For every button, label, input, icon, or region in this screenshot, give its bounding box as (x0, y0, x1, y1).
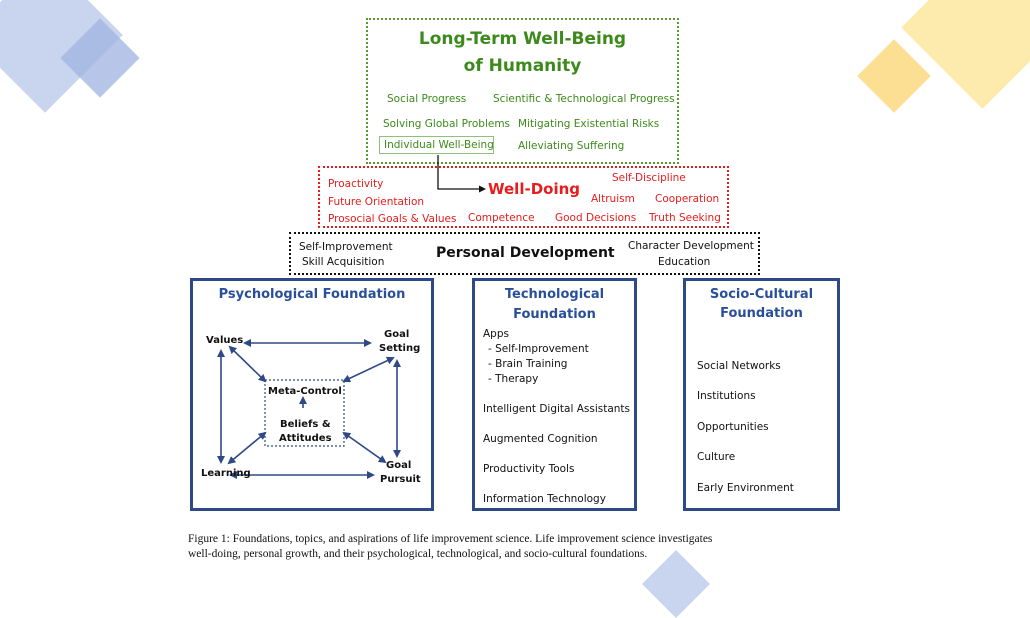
psych-network-edges (217, 339, 401, 479)
technological-foundation-box (472, 278, 637, 511)
pd-character-development: Character Development (628, 240, 754, 252)
socio-early-environment: Early Environment (697, 482, 794, 494)
node-goal-setting-1: Goal (384, 329, 410, 340)
longterm-title-line1: Long-Term Well-Being (418, 29, 627, 49)
node-beliefs-2: Attitudes (279, 433, 332, 444)
tech-self-improvement: - Self-Improvement (488, 343, 589, 355)
node-goal-setting-2: Setting (379, 343, 421, 354)
sociocultural-foundation-box (683, 278, 840, 511)
node-meta-control: Meta-Control (268, 386, 342, 397)
pd-education: Education (658, 256, 711, 268)
item-individual-wellbeing: Individual Well-Being (384, 139, 494, 151)
item-scientific-progress: Scientific & Technological Progress (493, 93, 675, 105)
socio-title-line1: Socio-Cultural (709, 287, 814, 302)
pd-skill-acquisition: Skill Acquisition (302, 256, 385, 268)
socio-title-line2: Foundation (720, 306, 803, 321)
figure-caption-line2: well-doing, personal growth, and their p… (188, 548, 648, 560)
tech-brain-training: - Brain Training (488, 358, 568, 370)
pd-self-improvement: Self-Improvement (299, 241, 393, 253)
item-solving-global-problems: Solving Global Problems (383, 118, 511, 130)
item-mitigating-risks: Mitigating Existential Risks (518, 118, 660, 130)
socio-opportunities: Opportunities (697, 421, 769, 433)
wd-good-decisions: Good Decisions (555, 212, 637, 224)
welldoing-title: Well-Doing (488, 180, 581, 198)
tech-intelligent-assistants: Intelligent Digital Assistants (483, 403, 631, 415)
wd-future-orientation: Future Orientation (328, 196, 425, 208)
wd-proactivity: Proactivity (328, 178, 384, 190)
tech-augmented-cognition: Augmented Cognition (483, 433, 598, 445)
tech-title-line2: Foundation (513, 307, 596, 322)
node-values: Values (206, 335, 244, 346)
wd-self-discipline: Self-Discipline (612, 172, 686, 184)
tech-productivity-tools: Productivity Tools (483, 463, 575, 475)
individual-wellbeing-box (379, 136, 494, 154)
tech-apps: Apps (483, 328, 509, 340)
tech-information-technology: Information Technology (483, 493, 606, 505)
socio-social-networks: Social Networks (697, 360, 781, 372)
node-goal-pursuit-2: Pursuit (380, 474, 421, 485)
wd-competence: Competence (468, 212, 535, 224)
psych-title: Psychological Foundation (218, 287, 406, 302)
figure-caption-line1: Figure 1: Foundations, topics, and aspir… (188, 533, 713, 545)
wd-truth-seeking: Truth Seeking (649, 212, 721, 224)
wellbeing-to-welldoing-arrow (437, 155, 486, 193)
node-beliefs-1: Beliefs & (280, 419, 331, 430)
tech-therapy: - Therapy (488, 373, 539, 385)
socio-culture: Culture (697, 451, 736, 463)
item-alleviating-suffering: Alleviating Suffering (518, 140, 625, 152)
item-social-progress: Social Progress (387, 93, 467, 105)
longterm-title-line2: of Humanity (463, 56, 582, 76)
node-learning: Learning (201, 468, 251, 479)
personal-development-box (289, 232, 760, 275)
socio-institutions: Institutions (697, 390, 756, 402)
tech-title-line1: Technological (504, 287, 605, 302)
wd-cooperation: Cooperation (655, 193, 720, 205)
personal-development-title: Personal Development (436, 245, 615, 261)
node-goal-pursuit-1: Goal (386, 460, 412, 471)
wd-altruism: Altruism (591, 193, 635, 205)
longterm-wellbeing-box (366, 18, 679, 164)
wd-prosocial: Prosocial Goals & Values (328, 213, 457, 225)
welldoing-box (318, 166, 729, 228)
